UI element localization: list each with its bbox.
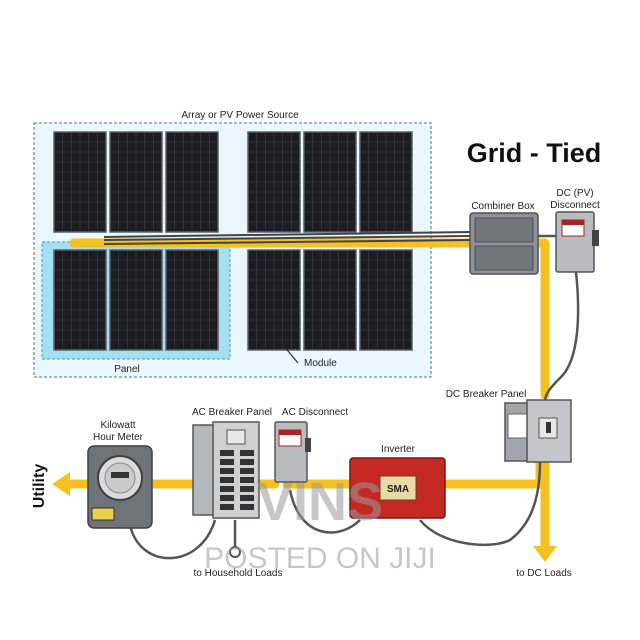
solar-module (359, 131, 413, 233)
breaker-switch (220, 477, 234, 483)
ac-disconnect (274, 421, 311, 483)
breaker-switch (240, 477, 254, 483)
household-loads-label: to Household Loads (194, 568, 283, 579)
dc-loads-label: to DC Loads (516, 568, 572, 579)
inverter-to-ac-disconnect-cable (288, 489, 361, 534)
combiner-box-label: Combiner Box (471, 201, 534, 212)
breaker-switch (240, 450, 254, 456)
watermark-brand: VINS (257, 472, 383, 532)
meter-label-line1: Kilowatt (100, 420, 135, 431)
dc-disconnect-label-line2: Disconnect (550, 200, 600, 211)
panel-label: Panel (114, 364, 140, 375)
dc-disconnect-label-line1: DC (PV) (556, 188, 593, 199)
breaker-switch (240, 468, 254, 474)
dc-panel-down-cable (419, 461, 542, 546)
inverter-label: Inverter (381, 444, 416, 455)
breaker-switch (240, 504, 254, 510)
solar-module (303, 249, 357, 351)
solar-module (247, 131, 301, 233)
utility-arrow-icon (52, 472, 70, 496)
breaker-switch (220, 486, 234, 492)
dc-disconnect (555, 211, 599, 273)
dc-breaker-panel (504, 399, 572, 463)
solar-module (165, 131, 219, 233)
array-cable (103, 231, 471, 245)
array-label: Array or PV Power Source (181, 110, 299, 121)
watermark-posted: POSTED ON JIJI (204, 542, 436, 575)
solar-module (53, 131, 107, 233)
household-loads-end (229, 546, 241, 558)
meter-label-line2: Hour Meter (93, 432, 144, 443)
ac-breaker-panel-label: AC Breaker Panel (192, 407, 272, 418)
breaker-switch (240, 486, 254, 492)
dc-breaker-to-inverter-wire (440, 457, 545, 489)
disconnect-to-dc-panel-cable (543, 271, 580, 403)
breaker-switch (220, 459, 234, 465)
solar-module (247, 249, 301, 351)
solar-module (165, 249, 219, 351)
inverter-badge: SMA (387, 484, 409, 495)
solar-module (109, 131, 163, 233)
solar-module (359, 249, 413, 351)
module-pointer-line (277, 338, 299, 364)
ac-breaker-panel (192, 421, 260, 519)
inverter: SMA (349, 457, 446, 519)
grey-cables (128, 234, 580, 560)
module-label: Module (304, 358, 337, 369)
breaker-switch (220, 504, 234, 510)
solar-module (53, 249, 107, 351)
dc-breaker-panel-label: DC Breaker Panel (446, 389, 527, 400)
dc-loads-arrow-icon (533, 546, 557, 562)
solar-module (109, 249, 163, 351)
meter-to-ac-panel-cable (128, 519, 217, 560)
utility-label: Utility (31, 464, 48, 509)
kilowatt-hour-meter (87, 445, 153, 529)
breaker-switch (220, 450, 234, 456)
diagram-title: Grid - Tied (467, 138, 602, 168)
solar-module (303, 131, 357, 233)
breaker-switch (220, 468, 234, 474)
breaker-switch (240, 459, 254, 465)
breaker-switch (220, 495, 234, 501)
solar-modules (53, 131, 413, 351)
breaker-switches (220, 450, 254, 510)
combiner-box (469, 212, 539, 275)
ac-disconnect-label: AC Disconnect (282, 407, 348, 418)
breaker-switch (240, 495, 254, 501)
